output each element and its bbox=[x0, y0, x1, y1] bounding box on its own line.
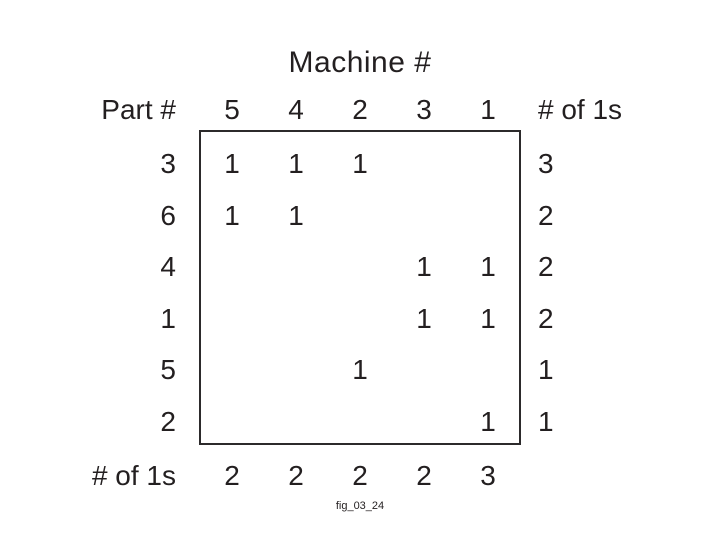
row-header-3: 1 bbox=[160, 303, 176, 334]
row-sum-3: 2 bbox=[538, 303, 554, 334]
column-header-2: 2 bbox=[352, 94, 368, 125]
row-header-5: 2 bbox=[160, 406, 176, 437]
column-header-3: 3 bbox=[416, 94, 432, 125]
column-header-4: 1 bbox=[480, 94, 496, 125]
column-header-0: 5 bbox=[224, 94, 240, 125]
row-sum-5: 1 bbox=[538, 406, 554, 437]
row-header-2: 4 bbox=[160, 251, 176, 282]
row-sum-1: 2 bbox=[538, 200, 554, 231]
column-sum-0: 2 bbox=[224, 460, 240, 491]
row-header-4: 5 bbox=[160, 354, 176, 385]
column-header-1: 4 bbox=[288, 94, 304, 125]
cell-r2-c4: 1 bbox=[480, 251, 496, 282]
cell-r0-c2: 1 bbox=[352, 148, 368, 179]
column-sum-1: 2 bbox=[288, 460, 304, 491]
part-axis-label: Part # bbox=[101, 94, 176, 125]
figure-caption: fig_03_24 bbox=[335, 500, 385, 512]
column-sum-4: 3 bbox=[480, 460, 496, 491]
column-sum-label: # of 1s bbox=[91, 460, 176, 491]
cell-r2-c3: 1 bbox=[416, 251, 432, 282]
cell-r3-c3: 1 bbox=[416, 303, 432, 334]
row-sum-header: # of 1s bbox=[538, 94, 623, 125]
column-sum-2: 2 bbox=[352, 460, 368, 491]
cell-r1-c0: 1 bbox=[224, 200, 240, 231]
column-sum-3: 2 bbox=[416, 460, 432, 491]
row-header-0: 3 bbox=[160, 148, 176, 179]
cell-r0-c1: 1 bbox=[288, 148, 304, 179]
figure-title: Machine # bbox=[288, 46, 432, 79]
cell-r4-c2: 1 bbox=[352, 354, 368, 385]
cell-r0-c0: 1 bbox=[224, 148, 240, 179]
cell-r3-c4: 1 bbox=[480, 303, 496, 334]
row-sum-2: 2 bbox=[538, 251, 554, 282]
cell-r1-c1: 1 bbox=[288, 200, 304, 231]
matrix-border bbox=[199, 130, 521, 445]
row-sum-0: 3 bbox=[538, 148, 554, 179]
row-sum-4: 1 bbox=[538, 354, 554, 385]
row-header-1: 6 bbox=[160, 200, 176, 231]
cell-r5-c4: 1 bbox=[480, 406, 496, 437]
